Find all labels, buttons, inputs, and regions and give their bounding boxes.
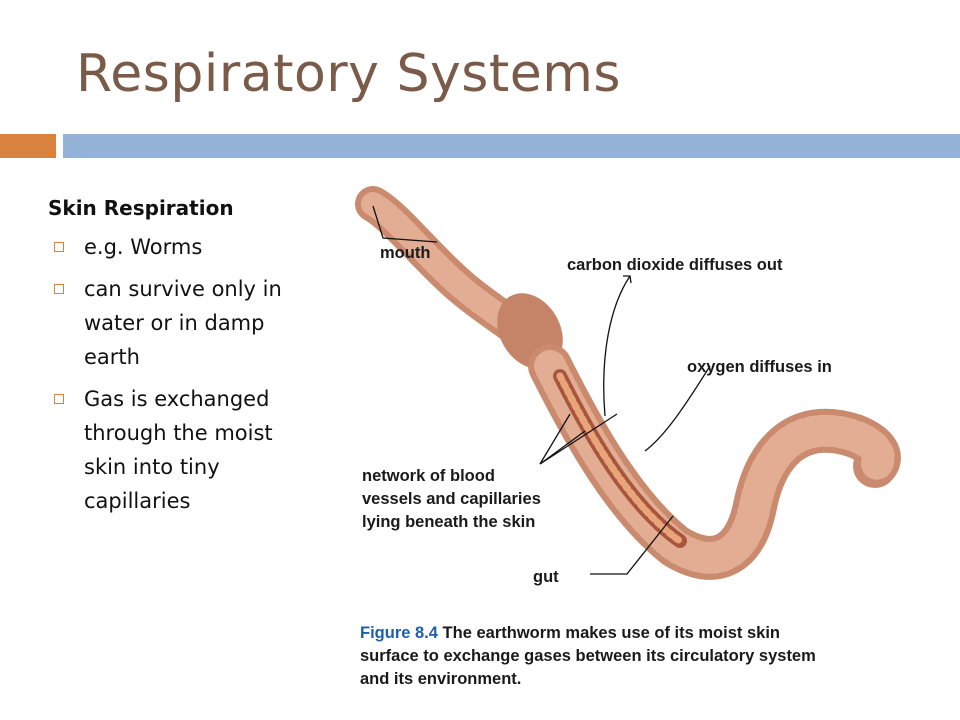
earthworm-figure: mouth carbon dioxide diffuses out oxygen… <box>355 186 901 586</box>
bullet-item: can survive only in water or in damp ear… <box>48 272 308 374</box>
text-panel: Skin Respiration e.g. Worms can survive … <box>48 196 308 526</box>
bullet-line: can survive only in <box>84 277 282 301</box>
label-network-line3: lying beneath the skin <box>362 513 535 531</box>
slide-title: Respiratory Systems <box>76 44 621 104</box>
earthworm-illustration <box>355 186 901 580</box>
caption-line: The earthworm makes use of its moist ski… <box>442 624 780 642</box>
bullet-line: water or in damp <box>84 311 265 335</box>
bullet-line: e.g. Worms <box>84 235 203 259</box>
bullet-line: earth <box>84 345 140 369</box>
caption-line: and its environment. <box>360 670 522 688</box>
accent-bar-orange <box>0 134 56 158</box>
square-bullet-icon <box>54 242 64 252</box>
caption-line: surface to exchange gases between its ci… <box>360 647 816 665</box>
pointer-lines <box>372 205 711 575</box>
figure-caption: Figure 8.4 The earthworm makes use of it… <box>360 622 900 691</box>
bullet-line: Gas is exchanged <box>84 387 270 411</box>
label-o2: oxygen diffuses in <box>687 358 832 376</box>
label-mouth: mouth <box>380 244 430 262</box>
label-gut: gut <box>533 568 559 586</box>
section-heading: Skin Respiration <box>48 196 234 220</box>
bullet-item: e.g. Worms <box>48 230 308 264</box>
label-network-line2: vessels and capillaries <box>362 490 541 508</box>
square-bullet-icon <box>54 394 64 404</box>
label-network-line1: network of blood <box>362 467 495 485</box>
accent-bar-blue <box>63 134 960 158</box>
label-co2: carbon dioxide diffuses out <box>567 256 783 274</box>
bullet-line: skin into tiny <box>84 455 220 479</box>
square-bullet-icon <box>54 284 64 294</box>
bullet-item: Gas is exchanged through the moist skin … <box>48 382 308 518</box>
figure-number: Figure 8.4 <box>360 624 438 642</box>
bullet-line: capillaries <box>84 489 191 513</box>
bullet-list: e.g. Worms can survive only in water or … <box>48 230 308 518</box>
bullet-line: through the moist <box>84 421 273 445</box>
